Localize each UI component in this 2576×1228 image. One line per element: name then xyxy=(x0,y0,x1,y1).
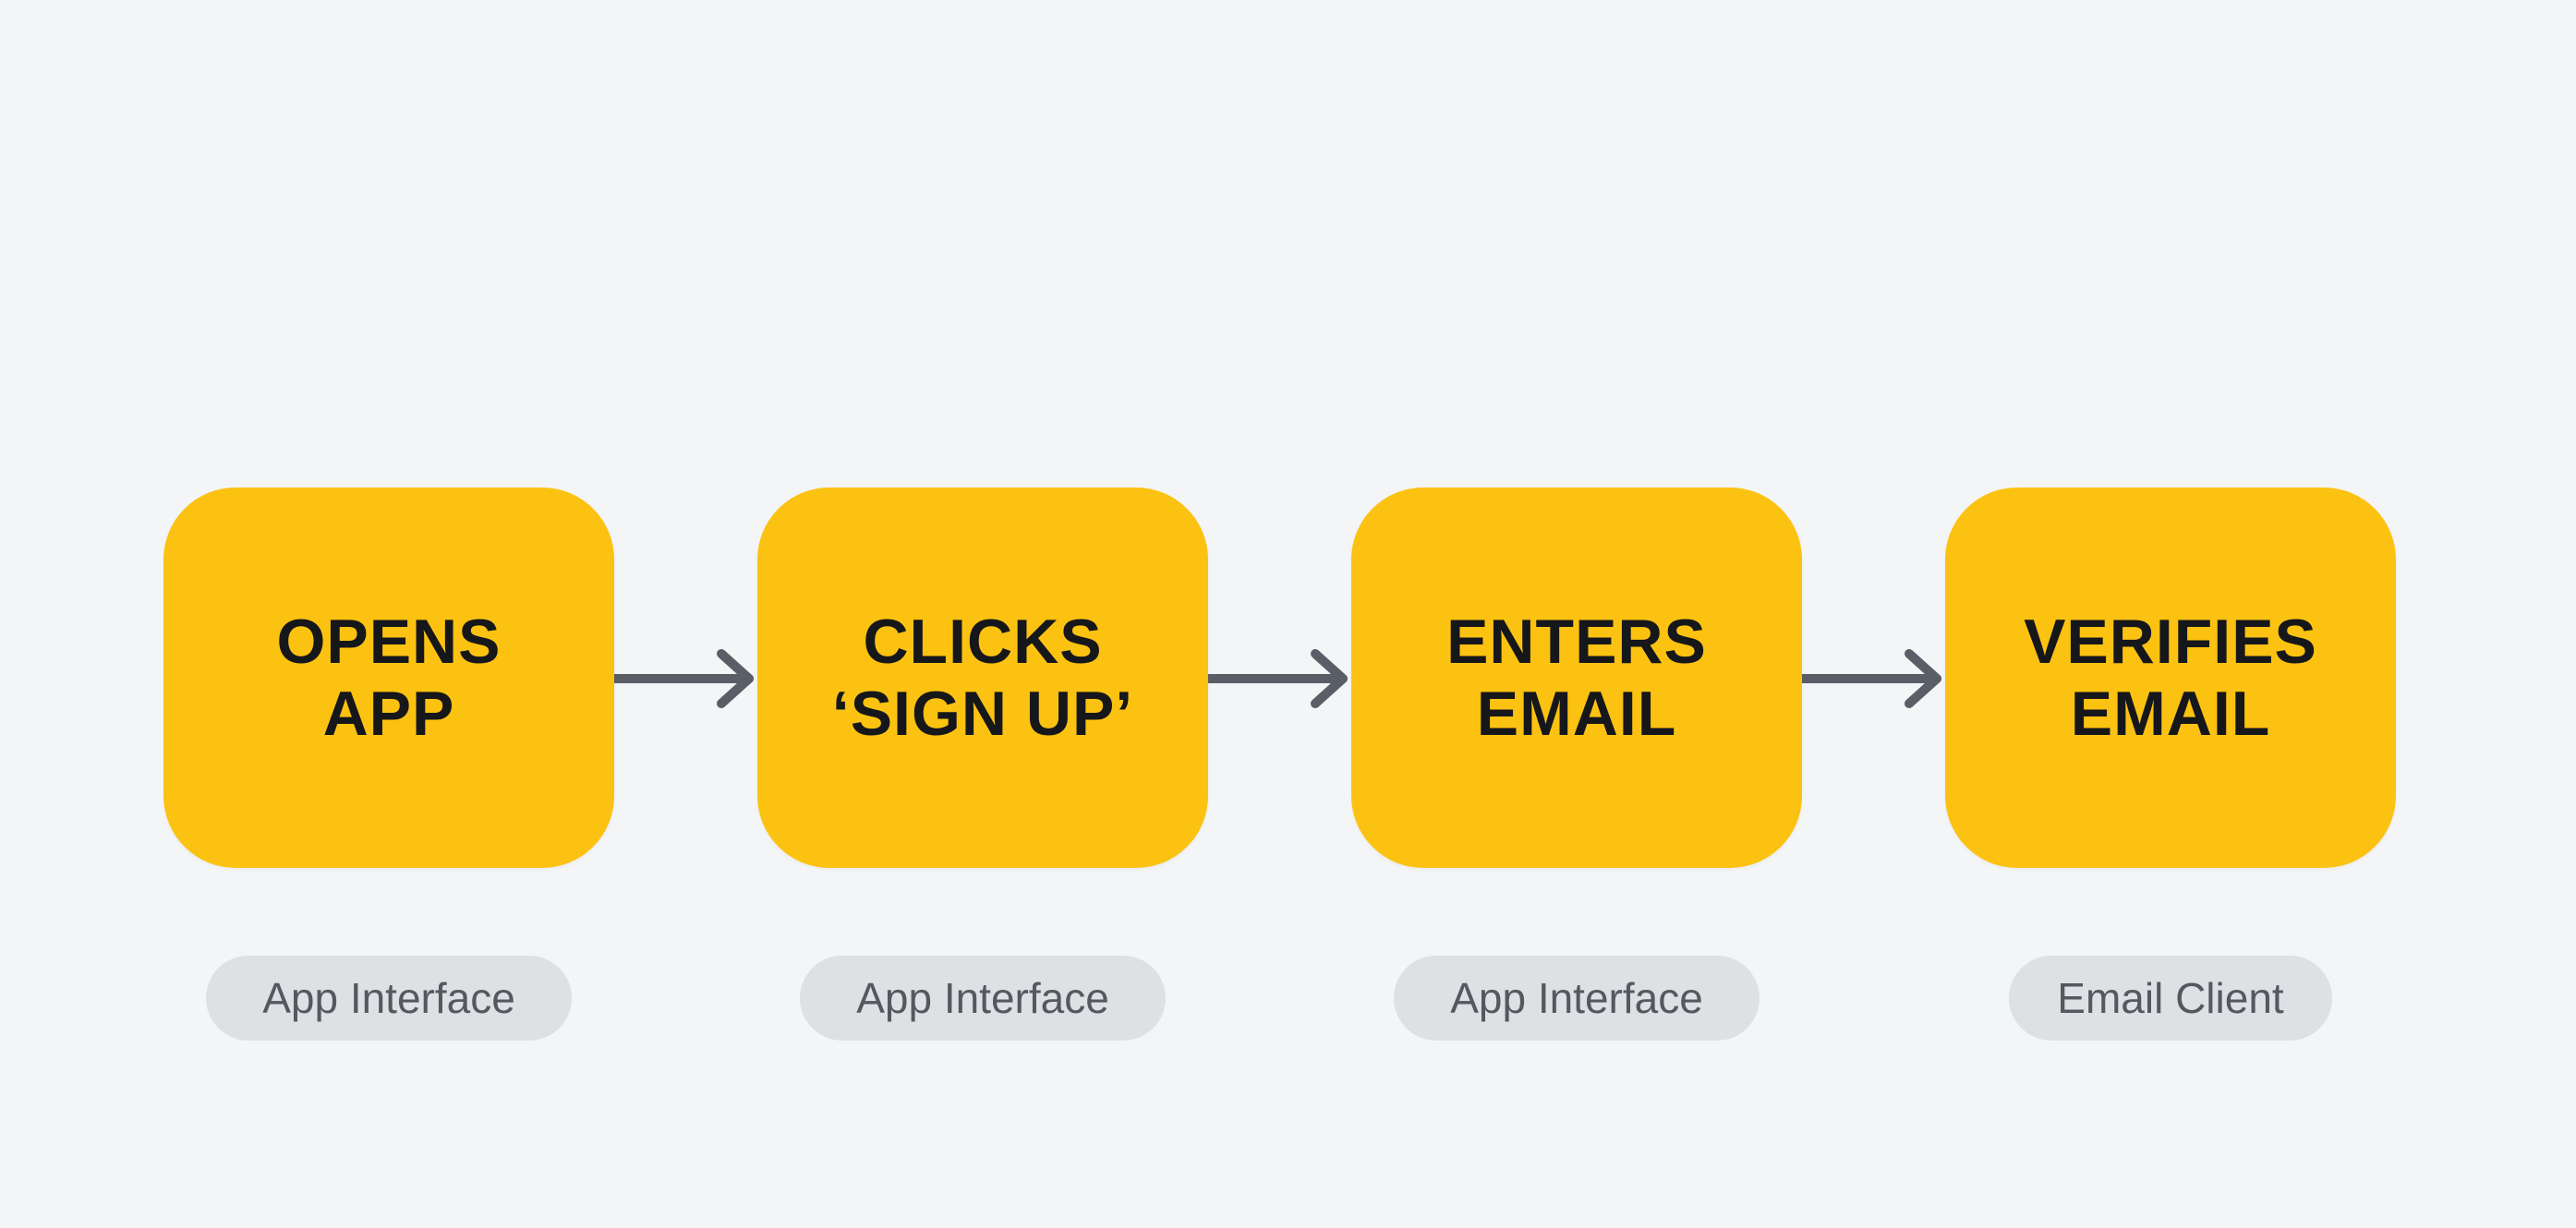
tag-label: App Interface xyxy=(1450,974,1703,1022)
arrow-right-icon-graphic xyxy=(614,649,754,708)
arrow-right-icon xyxy=(614,646,756,711)
arrow-right-icon xyxy=(1208,646,1350,711)
arrow-right-icon-graphic xyxy=(1208,649,1348,708)
tag-label: App Interface xyxy=(262,974,515,1022)
step-verifies-email: VERIFIES EMAIL xyxy=(1945,488,2396,868)
step-label: OPENS APP xyxy=(276,607,502,749)
arrow-right-icon xyxy=(1802,646,1944,711)
tag-app-interface: App Interface xyxy=(206,956,572,1041)
step-opens-app: OPENS APP xyxy=(163,488,614,868)
step-label: CLICKS ‘SIGN UP’ xyxy=(831,607,1134,749)
tag-label: App Interface xyxy=(856,974,1109,1022)
tag-label: Email Client xyxy=(2057,974,2284,1022)
tag-app-interface: App Interface xyxy=(1394,956,1760,1041)
arrow-right-icon-graphic xyxy=(1802,649,1941,708)
tag-app-interface: App Interface xyxy=(800,956,1166,1041)
tag-email-client: Email Client xyxy=(2009,956,2332,1041)
step-clicks-sign-up: CLICKS ‘SIGN UP’ xyxy=(757,488,1208,868)
step-label: ENTERS EMAIL xyxy=(1446,607,1707,749)
step-enters-email: ENTERS EMAIL xyxy=(1351,488,1802,868)
step-label: VERIFIES EMAIL xyxy=(2024,607,2317,749)
